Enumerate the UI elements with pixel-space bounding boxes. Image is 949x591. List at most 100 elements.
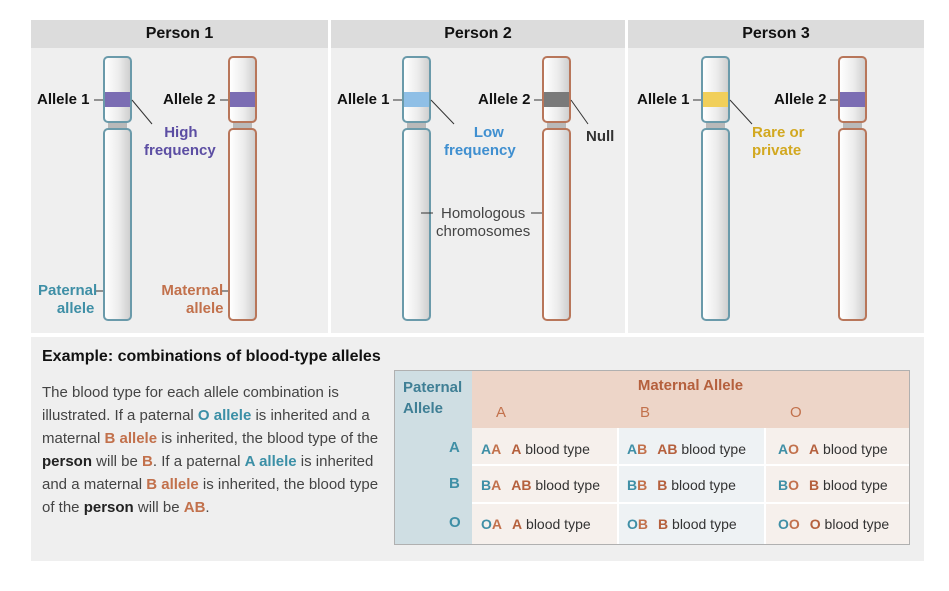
blood-type-text: blood type xyxy=(819,441,888,457)
header-line: Allele xyxy=(403,400,444,417)
example-title: Example: combinations of blood-type alle… xyxy=(42,348,381,365)
col-a-bg xyxy=(472,428,617,544)
p2-homologous-chromosomes-label: Homologous chromosomes xyxy=(436,205,530,241)
person-3-panel: Person 3 xyxy=(628,20,924,333)
p2-allele2-label: Allele 2 xyxy=(478,91,531,108)
text-run: is inherited and a maternal xyxy=(42,453,374,493)
text-run: is inherited and a maternal xyxy=(42,407,370,447)
maternal-col-a: A xyxy=(496,404,507,421)
maternal-letter: O xyxy=(788,477,800,493)
person-3-title: Person 3 xyxy=(628,20,924,48)
high-frequency-band xyxy=(840,92,865,107)
text-run: . xyxy=(205,499,210,516)
centromere xyxy=(233,123,252,129)
text-run: is inherited, the blood type of the xyxy=(42,476,379,516)
desc-line: private xyxy=(752,142,802,159)
low-frequency-band xyxy=(404,92,429,107)
maternal-letter: A xyxy=(491,516,503,532)
text-run: will be xyxy=(92,453,143,470)
person-word: person xyxy=(83,499,134,516)
blood-type-text: blood type xyxy=(668,516,737,532)
blood-type: B blood type xyxy=(657,477,736,493)
label-line: Homologous xyxy=(440,205,526,222)
row-divider xyxy=(472,464,909,466)
centromere xyxy=(843,123,862,129)
p1-maternal-allele-label: Maternal allele xyxy=(161,282,224,318)
example-panel: Example: combinations of blood-type alle… xyxy=(31,337,924,561)
paternal-letter: O xyxy=(627,516,638,532)
blood-type-text: blood type xyxy=(522,516,591,532)
p1-allele1-label: Allele 1 xyxy=(37,91,90,108)
person-1-maternal-chromosome xyxy=(228,56,257,321)
person-2-maternal-chromosome xyxy=(542,56,571,321)
label-line: allele xyxy=(56,300,95,317)
blood-type: A blood type xyxy=(809,441,888,457)
desc-line: High xyxy=(164,124,198,141)
blood-type-letter: B xyxy=(809,477,820,493)
short-arm xyxy=(228,56,257,123)
result-b: B xyxy=(142,453,153,470)
blood-type: B blood type xyxy=(658,516,737,532)
paternal-allele-column: Paternal Allele A B O xyxy=(395,371,472,544)
maternal-letter: O xyxy=(788,516,800,532)
blood-type-letter: B xyxy=(658,516,669,532)
person-1-title: Person 1 xyxy=(31,20,328,48)
person-3-paternal-chromosome xyxy=(701,56,730,321)
label-line: chromosomes xyxy=(436,223,531,240)
table-cell: AO A blood type xyxy=(778,432,888,466)
blood-type: A blood type xyxy=(512,516,591,532)
p1-allele2-label: Allele 2 xyxy=(163,91,216,108)
col-o-bg xyxy=(766,428,909,544)
blood-type-text: blood type xyxy=(819,477,888,493)
short-arm xyxy=(103,56,132,123)
maternal-letter: B xyxy=(637,441,648,457)
p2-low-frequency-desc: Low frequency xyxy=(444,124,516,160)
row-label-b: B xyxy=(449,475,460,492)
paternal-allele-header: Paternal Allele xyxy=(403,377,462,419)
label-line: Maternal xyxy=(161,282,224,299)
blood-type-text: blood type xyxy=(531,477,600,493)
label-line: allele xyxy=(186,300,224,317)
person-word: person xyxy=(42,453,93,470)
blood-type-letter: A xyxy=(809,441,820,457)
text-run: is inherited, the blood type of the xyxy=(157,430,379,447)
person-2-paternal-chromosome xyxy=(402,56,431,321)
short-arm xyxy=(838,56,867,123)
blood-type: O blood type xyxy=(810,516,889,532)
long-arm xyxy=(103,128,132,321)
p3-rare-desc: Rare or private xyxy=(752,124,805,160)
person-1-paternal-chromosome xyxy=(103,56,132,321)
blood-type-letter: AB xyxy=(657,441,678,457)
paternal-letter: A xyxy=(627,441,638,457)
maternal-letter: O xyxy=(788,441,800,457)
long-arm xyxy=(402,128,431,321)
rare-band xyxy=(703,92,728,107)
paternal-letter: B xyxy=(481,477,492,493)
col-b-bg xyxy=(619,428,764,544)
centromere xyxy=(547,123,566,129)
desc-line: frequency xyxy=(144,142,216,159)
result-ab: AB xyxy=(183,499,206,516)
long-arm xyxy=(542,128,571,321)
blood-type-letter: A xyxy=(512,516,523,532)
centromere xyxy=(108,123,127,129)
long-arm xyxy=(838,128,867,321)
person-3-maternal-chromosome xyxy=(838,56,867,321)
desc-line: frequency xyxy=(444,142,516,159)
high-frequency-band xyxy=(105,92,130,107)
person-1-panel: Person 1 xyxy=(31,20,328,333)
blood-type-table: Paternal Allele A B O Maternal Allele A … xyxy=(394,370,910,545)
paternal-letter: O xyxy=(778,516,789,532)
blood-type: A blood type xyxy=(511,441,590,457)
row-label-o: O xyxy=(449,514,461,531)
blood-type-letter: A xyxy=(511,441,522,457)
paternal-letter: B xyxy=(627,477,638,493)
short-arm xyxy=(542,56,571,123)
maternal-col-o: O xyxy=(790,404,802,421)
